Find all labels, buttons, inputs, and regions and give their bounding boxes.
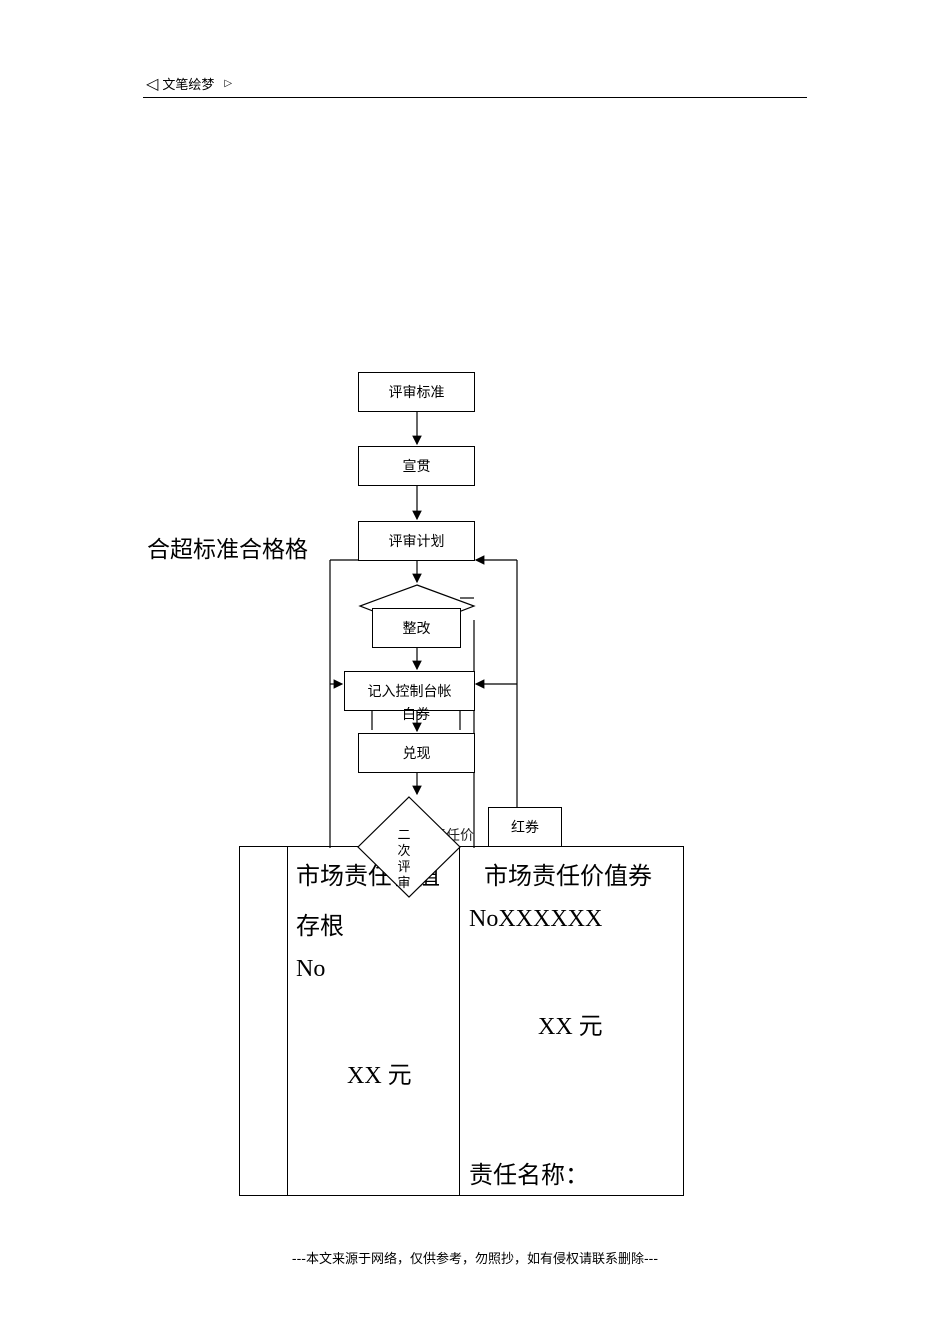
- voucher-number: NoXXXXXX: [469, 906, 603, 932]
- red-voucher-box: 红券: [488, 807, 562, 847]
- stub-number: No: [296, 956, 326, 982]
- review-standard-box: 评审标准: [358, 372, 475, 412]
- stub-amount: XX 元: [347, 1063, 412, 1089]
- left-triangle-icon: ◁: [146, 74, 159, 93]
- review-plan-box: 评审计划: [358, 521, 475, 561]
- header-rule: [143, 97, 807, 98]
- responsibility-name-label: 责任名称：: [469, 1163, 589, 1189]
- covered-fragment: 白券: [402, 707, 430, 723]
- second-review-label: 二次评审: [397, 828, 411, 891]
- voucher-title: 市场责任价值券: [484, 864, 652, 890]
- right-triangle-icon: ▷: [224, 78, 233, 89]
- voucher-amount: XX 元: [538, 1014, 603, 1040]
- footer-disclaimer: ---本文来源于网络，仅供参考，勿照抄，如有侵权请联系删除---: [291, 1252, 659, 1267]
- header-title: 文笔绘梦: [162, 78, 215, 93]
- stub-title-line2: 存根: [296, 914, 344, 940]
- record-ledger-box: 记入控制台帐: [344, 671, 475, 711]
- redeem-box: 兑现: [358, 733, 475, 773]
- promote-box: 宣贯: [358, 446, 475, 486]
- page-header: ◁ 文笔绘梦 ▷: [146, 74, 232, 93]
- side-label: 合超标准合格格: [147, 537, 308, 563]
- rectify-box: 整改: [372, 608, 461, 648]
